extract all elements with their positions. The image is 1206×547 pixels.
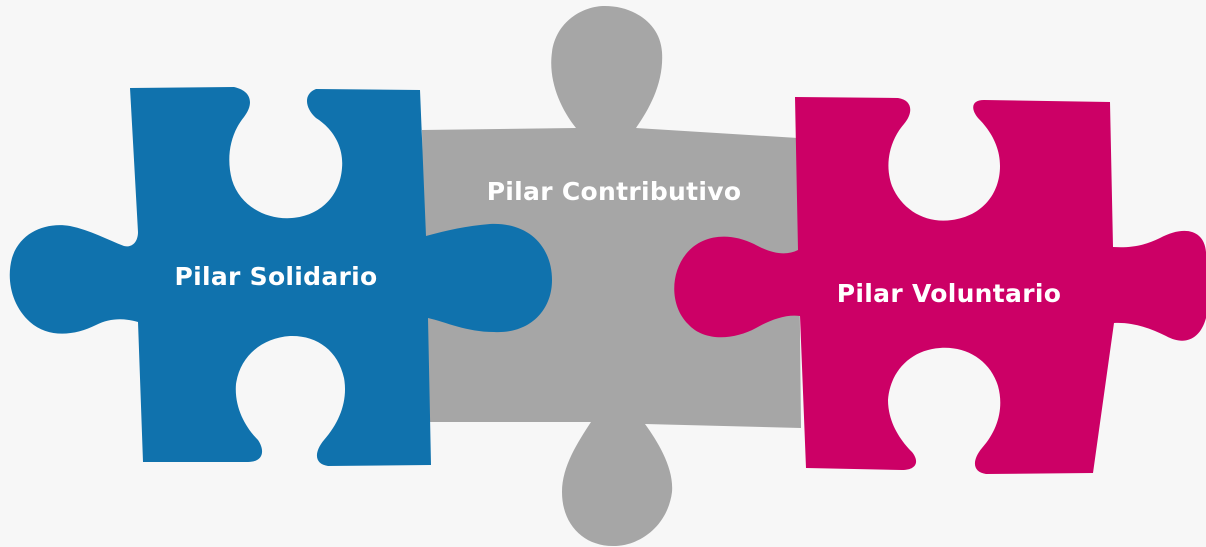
label-contributivo: Pilar Contributivo — [487, 177, 742, 206]
piece-voluntario — [674, 97, 1206, 474]
piece-contributivo — [422, 6, 801, 546]
label-voluntario: Pilar Voluntario — [837, 279, 1061, 308]
label-solidario: Pilar Solidario — [174, 262, 377, 291]
piece-solidario — [9, 87, 552, 466]
